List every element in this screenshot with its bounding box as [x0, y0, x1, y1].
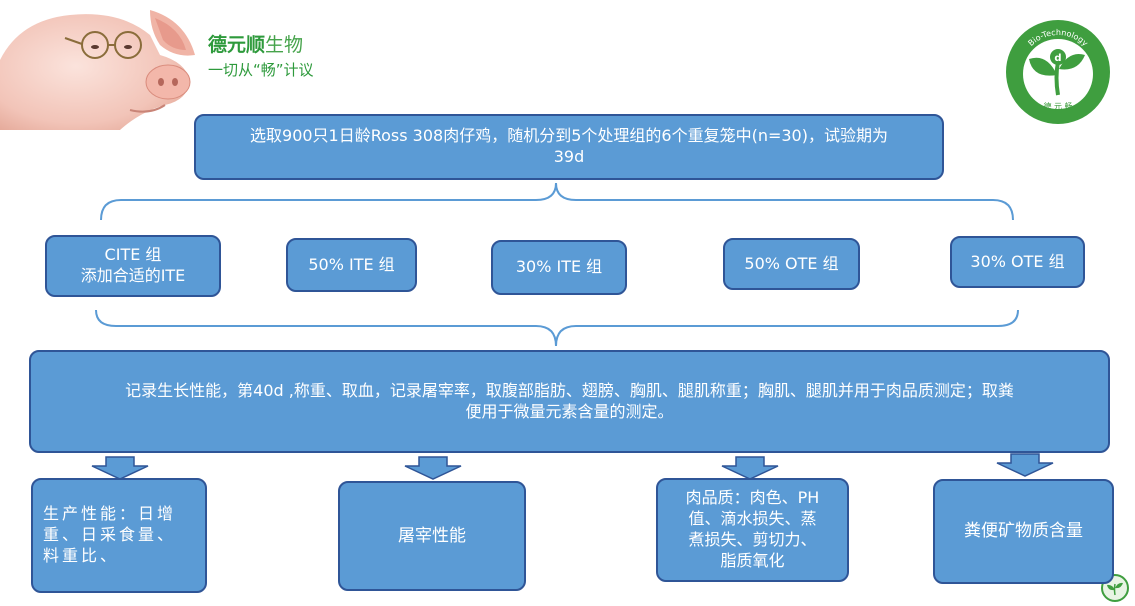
top-box-text: 选取900只1日龄Ross 308肉仔鸡，随机分到5个处理组的6个重复笼中(n=… [250, 126, 888, 166]
measurement-text: 记录生长性能，第40d ,称重、取血，记录屠宰率，取腹部脂肪、翅膀、胸肌、腿肌称… [125, 380, 1014, 421]
down-arrow-icon [996, 453, 1054, 477]
measurement-box: 记录生长性能，第40d ,称重、取血，记录屠宰率，取腹部脂肪、翅膀、胸肌、腿肌称… [29, 350, 1110, 453]
down-arrow-icon [404, 456, 462, 480]
pig-with-glasses-icon [0, 10, 195, 130]
down-arrow-icon [91, 456, 149, 480]
outcome-label: 粪便矿物质含量 [964, 521, 1083, 542]
group-label: 50% OTE 组 [744, 253, 839, 273]
top-box: 选取900只1日龄Ross 308肉仔鸡，随机分到5个处理组的6个重复笼中(n=… [194, 114, 944, 180]
brand-name-light: 生物 [265, 34, 304, 56]
outcome-label: 屠宰性能 [398, 525, 466, 546]
svg-text:d: d [1054, 53, 1061, 64]
group-box-30-ote: 30% OTE 组 [950, 236, 1085, 288]
brand-block: 德元顺生物 一切从“畅”计议 [208, 30, 314, 80]
group-box-50-ite: 50% ITE 组 [286, 238, 417, 292]
group-box-cite: CITE 组 添加合适的ITE [45, 235, 221, 297]
outcome-box-feces-minerals: 粪便矿物质含量 [933, 479, 1114, 584]
brand-name-bold: 德元顺 [208, 34, 266, 56]
group-label: 30% OTE 组 [970, 251, 1065, 271]
outcome-label: 生产性能：日增 重、日采食量、 料重比、 [43, 504, 177, 565]
logo-bottom-text: 德 元 畅 [1043, 101, 1072, 111]
group-label: 30% ITE 组 [515, 257, 603, 277]
leaf-logo-icon: Bio-Technology d 德 元 畅 [1006, 20, 1110, 124]
brand-name: 德元顺生物 [208, 30, 314, 57]
group-label: CITE 组 添加合适的ITE [80, 245, 186, 285]
down-arrow-icon [721, 456, 779, 480]
brand-slogan: 一切从“畅”计议 [208, 61, 314, 79]
group-box-50-ote: 50% OTE 组 [723, 238, 860, 290]
outcome-box-meat-quality: 肉品质：肉色、PH 值、滴水损失、蒸 煮损失、剪切力、 脂质氧化 [656, 478, 849, 582]
outcome-box-slaughter: 屠宰性能 [338, 481, 526, 591]
outcome-box-performance: 生产性能：日增 重、日采食量、 料重比、 [31, 478, 207, 593]
group-label: 50% ITE 组 [308, 254, 395, 274]
group-box-30-ite: 30% ITE 组 [491, 240, 627, 295]
outcome-label: 肉品质：肉色、PH 值、滴水损失、蒸 煮损失、剪切力、 脂质氧化 [685, 488, 820, 570]
